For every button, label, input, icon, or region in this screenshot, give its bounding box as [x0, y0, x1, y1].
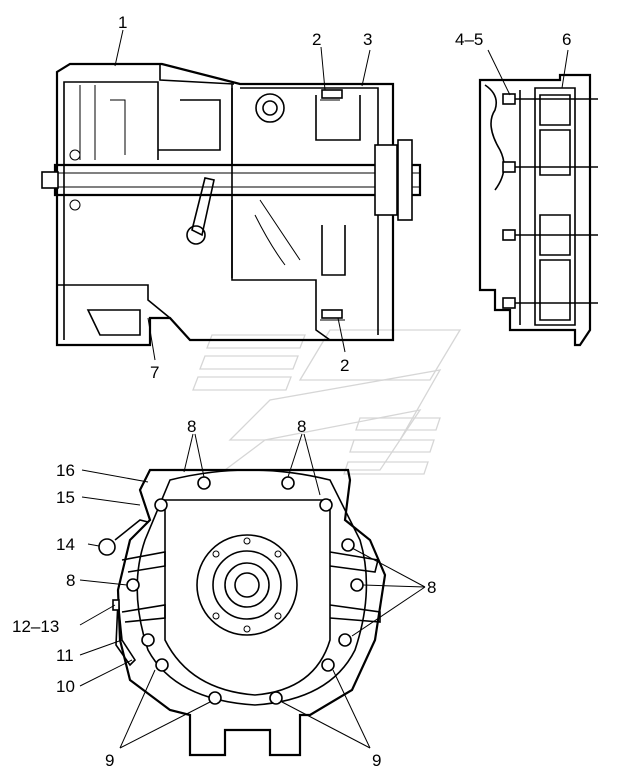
cover-bolt — [502, 297, 598, 309]
housing-front-view — [98, 468, 387, 757]
callout-9-left: 9 — [105, 751, 114, 770]
callout-8-left-top: 8 — [187, 417, 196, 436]
callout-7: 7 — [150, 363, 159, 382]
callout-2-bottom: 2 — [340, 356, 349, 375]
callout-12-13: 12–13 — [12, 617, 59, 636]
callout-15: 15 — [56, 488, 75, 507]
callout-1: 1 — [118, 13, 127, 32]
callout-2-top: 2 — [312, 30, 321, 49]
leader-lines — [79, 29, 569, 749]
cover-with-bolts — [478, 73, 598, 347]
callout-10: 10 — [56, 677, 75, 696]
callout-labels: 1 2 3 4–5 6 7 2 8 8 16 15 14 8 8 12–13 1… — [12, 13, 571, 770]
housing-side-section — [41, 62, 422, 347]
callout-16: 16 — [56, 461, 75, 480]
callout-14: 14 — [56, 535, 75, 554]
callout-8-right: 8 — [427, 578, 436, 597]
callout-9-right: 9 — [372, 751, 381, 770]
callout-11: 11 — [56, 646, 74, 665]
cover-bolt — [502, 161, 598, 173]
callout-3: 3 — [363, 30, 372, 49]
callout-6: 6 — [562, 30, 571, 49]
cover-bolt — [502, 229, 598, 241]
callout-4-5: 4–5 — [455, 30, 483, 49]
callout-8-left: 8 — [66, 571, 75, 590]
watermark-logo — [192, 329, 462, 475]
callout-8-right-top: 8 — [297, 417, 306, 436]
